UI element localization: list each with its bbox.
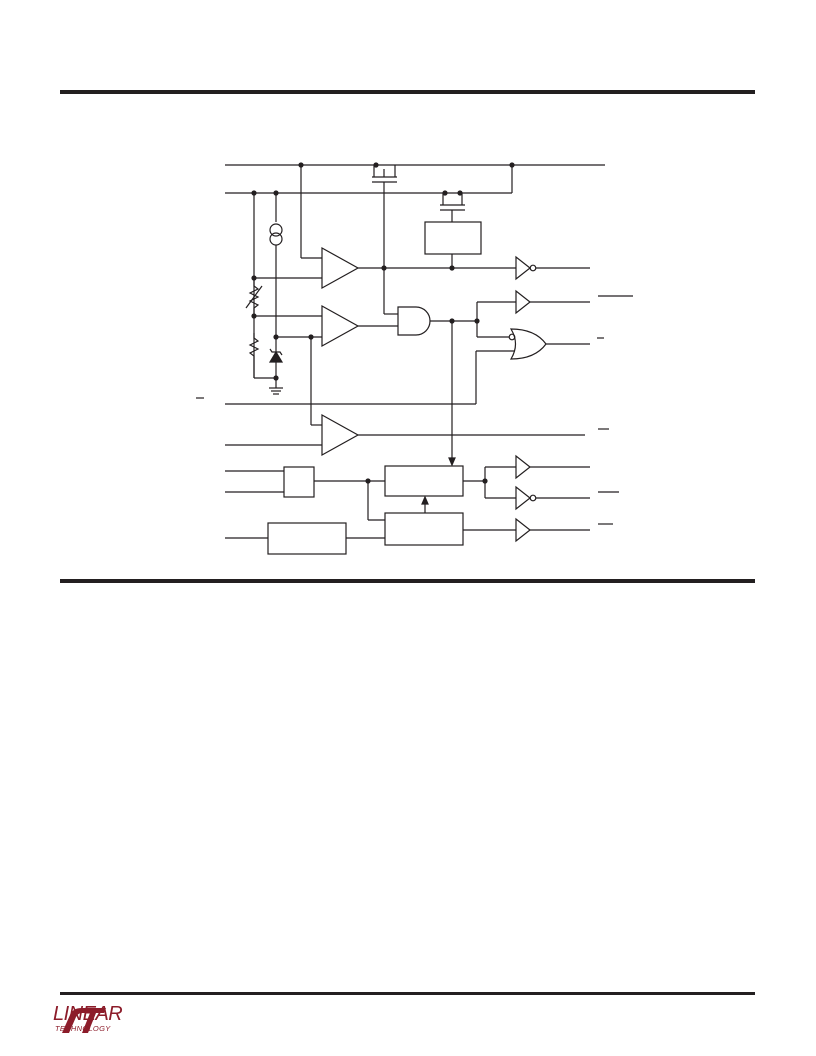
variable-resistor-symbol	[248, 280, 260, 318]
oscillator-block	[384, 512, 464, 546]
junction-dots	[251, 162, 515, 484]
logo-wordmark: LINEAR	[53, 1003, 123, 1025]
comparator-1	[321, 246, 360, 290]
input-block	[283, 466, 315, 498]
logo-subtitle: TECHNOLOGY	[55, 1024, 111, 1033]
inverter-buffer-4	[515, 485, 531, 511]
buffer-5	[515, 517, 531, 543]
buffer-2	[515, 289, 531, 315]
timer-block	[267, 522, 347, 555]
or-gate	[509, 328, 547, 360]
control-block	[424, 221, 482, 255]
resistor-symbol	[248, 333, 260, 378]
counter-block	[384, 465, 464, 497]
linear-technology-logo	[62, 1008, 106, 1033]
pmos-transistor-2	[440, 193, 465, 222]
buffer-3	[515, 454, 531, 480]
comparator-2	[321, 304, 360, 348]
and-gate	[397, 306, 431, 336]
zener-diode-symbol	[268, 348, 284, 363]
footer-rule	[60, 992, 755, 995]
comparator-3	[321, 413, 360, 457]
ground-symbol	[269, 387, 283, 395]
pmos-transistor-1	[372, 165, 397, 268]
inverter-buffer-1	[515, 255, 531, 281]
bottom-rule	[60, 579, 755, 583]
top-rule	[60, 90, 755, 94]
current-source-symbol	[269, 223, 283, 246]
